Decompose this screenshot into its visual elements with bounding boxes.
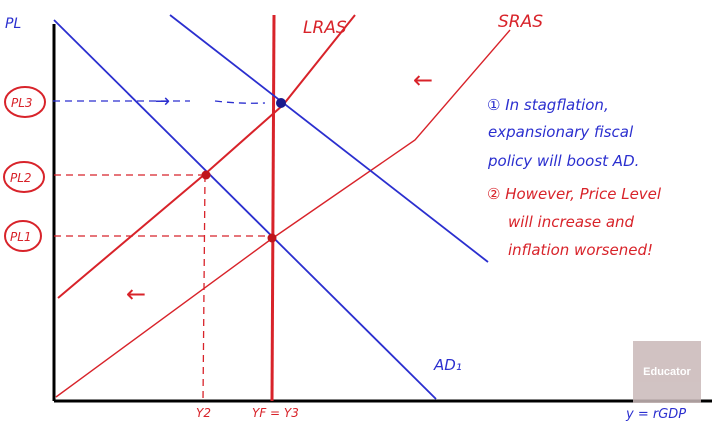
sras-label: SRAS	[498, 12, 543, 32]
yf-y3-tick-label: YF = Y3	[252, 406, 299, 420]
lras-curve	[270, 14, 276, 402]
pl2-circle	[3, 161, 45, 193]
y2-tick-label: Y2	[196, 406, 211, 420]
sras-curve-shifted	[57, 14, 356, 299]
note-line-6: inflation worsened!	[508, 241, 653, 259]
equilibrium-point-pl3	[276, 98, 286, 108]
note-line-1: ① In stagflation,	[487, 96, 609, 114]
note-line-4: ② However, Price Level	[487, 185, 662, 203]
pl3-dashed-line	[53, 100, 266, 104]
pl1-circle	[4, 220, 42, 252]
sras-shift-arrow-icon: ←	[413, 66, 433, 94]
pl3-circle	[4, 86, 46, 118]
ad-curve-lower	[53, 19, 437, 400]
note-line-2: expansionary fiscal	[488, 123, 634, 141]
educator-watermark: Educator	[633, 341, 701, 403]
pl1-label: PL1	[10, 230, 32, 244]
pl2-label: PL2	[10, 171, 32, 185]
note-line-5: will increase and	[508, 213, 635, 231]
y2-dashed-line	[202, 174, 206, 402]
lras-label: LRAS	[303, 18, 347, 38]
lower-shift-arrow-icon: ←	[126, 280, 146, 308]
equilibrium-point-pl2	[201, 170, 211, 180]
pl3-label: PL3	[11, 96, 33, 110]
sras-curve-original	[55, 29, 511, 398]
y-axis-label: PL	[5, 16, 21, 32]
x-axis-label: y = rGDP	[625, 407, 686, 421]
equilibrium-point-pl1	[267, 233, 277, 243]
ad-curve-upper	[169, 14, 489, 263]
note-line-3: policy will boost AD.	[487, 152, 639, 170]
pl3-arrow-icon: →	[155, 91, 170, 112]
ad-label: AD₁	[433, 356, 462, 374]
